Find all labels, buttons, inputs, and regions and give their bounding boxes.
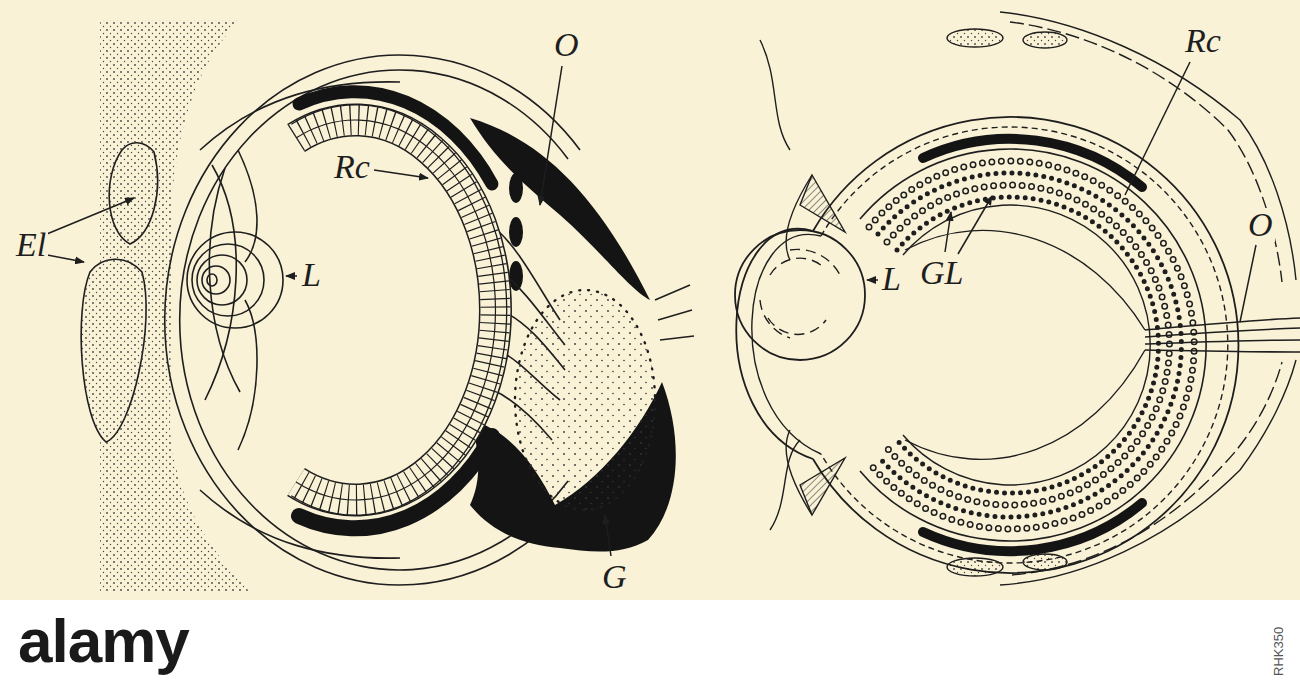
part-label: O <box>552 28 581 62</box>
leader-line <box>374 170 428 178</box>
lens <box>735 230 865 360</box>
optic-nerve <box>1145 340 1300 344</box>
part-label: G <box>600 560 629 594</box>
lens <box>187 232 283 328</box>
ciliary <box>238 300 257 450</box>
part-label: GL <box>918 256 965 290</box>
cephalopod-eye <box>81 20 694 592</box>
pigment <box>509 261 523 291</box>
leader-line <box>540 66 562 205</box>
part-label: L <box>880 262 903 296</box>
vertebrate-eye <box>735 12 1300 585</box>
eye-muscle <box>1023 32 1067 48</box>
sclera <box>821 127 1228 563</box>
retina <box>860 149 1206 541</box>
cornea <box>752 234 821 454</box>
part-label: Rc <box>332 150 372 184</box>
leader-line <box>867 279 878 281</box>
leader-line <box>42 254 84 262</box>
optic-ganglion <box>515 290 655 510</box>
optic-nerve <box>655 285 694 340</box>
retina-cell-layer <box>878 173 1181 517</box>
tissue <box>760 40 800 530</box>
leader-line <box>1240 245 1256 322</box>
image-id: RHK350 <box>1272 627 1285 676</box>
retina-inner <box>903 205 1150 485</box>
retina-cell-layer <box>869 161 1194 529</box>
eye-muscle <box>947 29 1003 47</box>
optic-nerve <box>1145 350 1300 352</box>
leader-line <box>605 515 611 556</box>
watermark-logo: alamy <box>18 610 189 672</box>
tissue <box>1010 22 1282 282</box>
leader-lines <box>42 62 1256 556</box>
part-label: Rc <box>1183 24 1223 58</box>
iris <box>209 168 240 392</box>
leader-line <box>286 275 297 277</box>
leader-line <box>958 196 992 254</box>
ganglion-layer <box>897 197 1158 493</box>
upper-eyelid <box>109 143 157 244</box>
part-label: L <box>300 258 323 292</box>
retina <box>296 120 495 500</box>
sclera <box>813 117 1238 573</box>
optic-nerve <box>1145 318 1300 330</box>
lower-eyelid <box>81 259 146 442</box>
leader-line <box>42 198 134 236</box>
leader-line <box>945 212 951 252</box>
leader-line <box>1125 62 1190 195</box>
optic-nerve <box>1145 328 1300 337</box>
ganglion-layer <box>887 185 1169 505</box>
cornea <box>736 229 813 459</box>
nerve-fibre <box>905 350 1145 459</box>
lens-lines <box>760 249 840 338</box>
pigment <box>509 173 523 203</box>
part-label: El <box>14 228 48 262</box>
pigment <box>509 217 523 247</box>
part-label: O <box>1246 208 1275 242</box>
footer-bar <box>0 600 1300 687</box>
iris <box>786 175 812 515</box>
ciliary <box>238 150 257 262</box>
nerve-fibre <box>905 230 1145 330</box>
